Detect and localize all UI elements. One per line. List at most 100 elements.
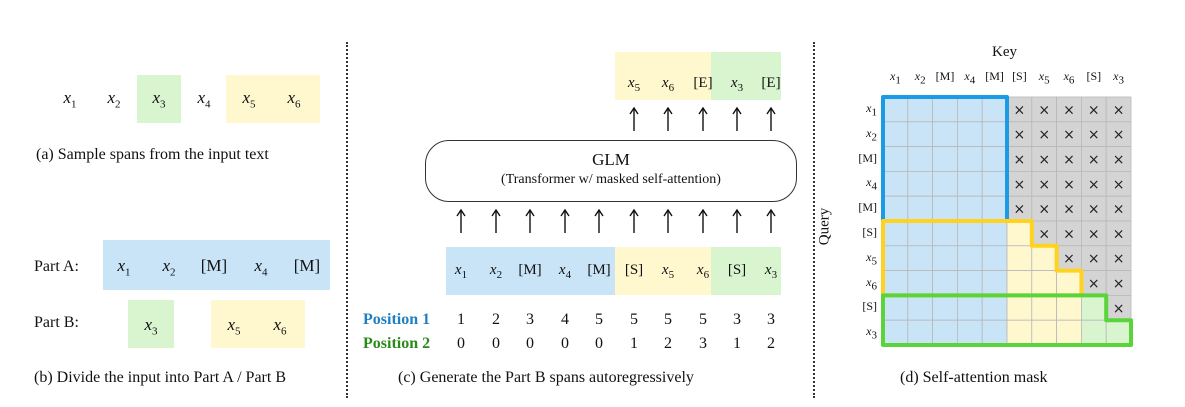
- mask-cell-visible: [907, 245, 933, 272]
- position2-value: 3: [699, 335, 707, 352]
- mask-cell-visible: [882, 294, 909, 321]
- mask-cell-masked: [1081, 146, 1107, 172]
- mask-cross: ×: [1088, 226, 1100, 242]
- up-arrow-icon: [698, 208, 708, 233]
- mask-cell-masked: [1056, 245, 1082, 272]
- input-box-yellow: [615, 247, 711, 295]
- key-token-label: [S]: [1086, 69, 1102, 83]
- mask-cross: ×: [1063, 251, 1075, 267]
- mask-cell-visible: [981, 294, 1008, 321]
- key-token-label: x5: [1038, 69, 1050, 87]
- key-token-label: x6: [1063, 69, 1075, 87]
- mask-cell-visible: [932, 121, 958, 148]
- mask-cell-masked: [1081, 170, 1107, 197]
- up-arrow-icon: [732, 208, 742, 233]
- mask-cell-visible: [932, 294, 958, 321]
- mask-cell-visible: [981, 220, 1008, 247]
- mask-cell-masked: [1031, 195, 1058, 222]
- mask-cell-visible: [957, 220, 983, 247]
- mask-cell-visible: [932, 245, 958, 272]
- key-token-label: [M]: [985, 69, 1004, 83]
- token-x3: x3: [144, 88, 174, 110]
- mask-cell-visible: [882, 96, 909, 123]
- mask-cross: ×: [1063, 152, 1075, 168]
- position2-value: 1: [630, 335, 638, 352]
- mask-cell-visible: [907, 319, 933, 346]
- mask-cross: ×: [1113, 202, 1125, 218]
- glm-title: GLM: [592, 150, 630, 169]
- up-arrow-icon: [663, 106, 673, 131]
- input-token: [M]: [587, 262, 611, 278]
- token-text: x2: [107, 88, 121, 111]
- key-label: Key: [992, 44, 1017, 60]
- span-2-region-outline: [881, 293, 1133, 347]
- mask-cross: ×: [1088, 251, 1100, 267]
- mask-cross: ×: [1113, 276, 1125, 292]
- mask-cross: ×: [1014, 102, 1026, 118]
- mask-cross: ×: [1038, 152, 1050, 168]
- mask-cell-masked: [1006, 170, 1033, 197]
- caption-d: (d) Self-attention mask: [900, 369, 1048, 386]
- mask-cell-masked: [1105, 146, 1132, 172]
- mask-cell-visible: [882, 270, 909, 296]
- key-token-label: x1: [889, 69, 901, 87]
- position1-value: 2: [492, 311, 500, 328]
- mask-cell-masked: [1031, 121, 1058, 148]
- caption-b: (b) Divide the input into Part A / Part …: [34, 369, 286, 386]
- mask-cross: ×: [1063, 202, 1075, 218]
- position2-value: 0: [526, 335, 534, 352]
- mask-cell-visible: [907, 121, 933, 148]
- mask-cell-visible: [932, 220, 958, 247]
- part-b-box-x3: [128, 300, 174, 348]
- query-token-label: [M]: [858, 200, 877, 215]
- mask-cross: ×: [1063, 102, 1075, 118]
- position1-value: 3: [526, 311, 534, 328]
- mask-cell-masked: [1006, 121, 1033, 148]
- position1-value: 5: [699, 311, 707, 328]
- input-box-blue: [446, 247, 615, 295]
- span-box-x5-x6: [226, 75, 320, 123]
- divider-right: [813, 42, 815, 398]
- part-a-label: Part A:: [34, 258, 79, 275]
- mask-cross: ×: [1088, 152, 1100, 168]
- mask-cell-visible: [907, 220, 933, 247]
- mask-cross: ×: [1014, 177, 1026, 193]
- glm-subtitle: (Transformer w/ masked self-attention): [501, 172, 721, 187]
- token-x4: x4: [189, 88, 219, 110]
- mask-cell-visible: [981, 195, 1008, 222]
- part-a-token: [M]: [200, 256, 228, 275]
- mask-cell-masked: [1081, 121, 1107, 148]
- mask-cell-masked: [1056, 195, 1082, 222]
- mask-cell-visible: [981, 146, 1008, 172]
- mask-cell-visible: [882, 319, 909, 346]
- part-b-token: x5: [227, 315, 241, 338]
- mask-cell-visible: [1081, 294, 1107, 321]
- token-x1: x1: [55, 88, 85, 110]
- part-a-token: x1: [117, 256, 131, 279]
- mask-cell-visible: [932, 195, 958, 222]
- mask-cell-visible: [1081, 319, 1107, 346]
- mask-cell-masked: [1105, 220, 1132, 247]
- key-token-label: x3: [1113, 69, 1124, 87]
- position1-label: Position 1: [363, 311, 431, 328]
- mask-cell-visible: [907, 146, 933, 172]
- mask-cell-visible: [907, 294, 933, 321]
- mask-cross: ×: [1063, 177, 1075, 193]
- output-token: [E]: [693, 75, 713, 91]
- position2-value: 2: [664, 335, 672, 352]
- up-arrow-icon: [663, 208, 673, 233]
- mask-cross: ×: [1014, 127, 1026, 143]
- mask-cell-visible: [957, 245, 983, 272]
- mask-cell-visible: [1006, 270, 1033, 296]
- up-arrow-icon: [594, 208, 604, 233]
- token-text: x3: [152, 88, 166, 111]
- mask-cross: ×: [1113, 226, 1125, 242]
- mask-cross: ×: [1088, 202, 1100, 218]
- mask-cell-visible: [957, 170, 983, 197]
- mask-cross: ×: [1063, 127, 1075, 143]
- mask-cell-visible: [882, 146, 909, 172]
- mask-cell-masked: [1031, 146, 1058, 172]
- mask-cell-visible: [981, 96, 1008, 123]
- input-token: [S]: [727, 262, 747, 278]
- divider-left: [346, 42, 348, 398]
